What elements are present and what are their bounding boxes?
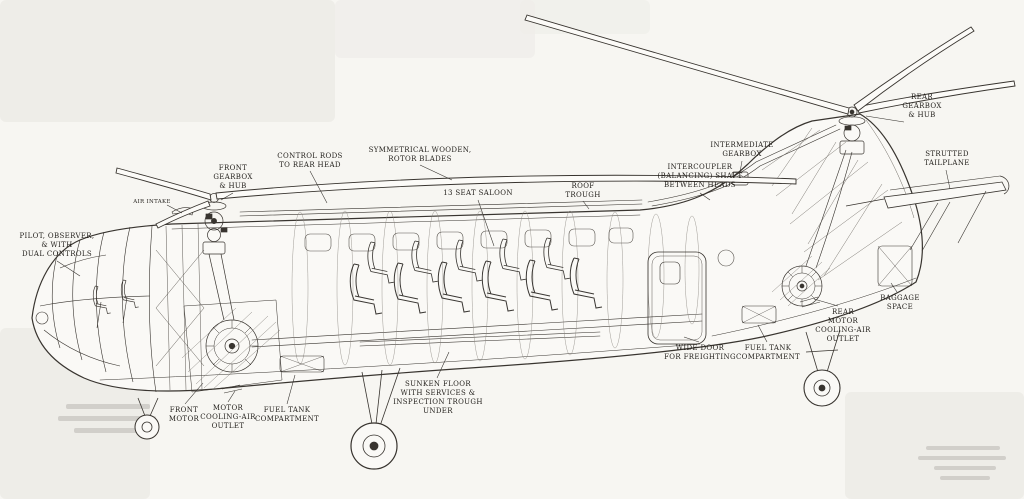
rear-pylon-truss: [761, 119, 915, 281]
tailplane: [845, 175, 1010, 252]
landing-gear: [134, 329, 841, 470]
label-fuel-tank-front: FUEL TANK COMPARTMENT: [254, 406, 320, 424]
rear-engine: [731, 149, 853, 324]
label-front-gearbox-hub: FRONT GEARBOX & HUB: [213, 164, 253, 191]
label-intermediate-gearbox: INTERMEDIATE GEARBOX: [710, 141, 774, 159]
label-air-intake: AIR INTAKE: [133, 199, 171, 205]
label-fuel-tank-rear: FUEL TANK COMPARTMENT: [735, 344, 801, 362]
rear-rotor-blades: [524, 14, 1016, 115]
fuselage-ribs: [291, 210, 700, 366]
cockpit: [35, 225, 157, 393]
front-rotor-blades: [115, 167, 797, 229]
label-baggage-space: BAGGAGE SPACE: [880, 294, 920, 312]
label-sunken-floor: SUNKEN FLOOR WITH SERVICES & INSPECTION …: [393, 380, 483, 416]
freight-door: [647, 251, 707, 345]
label-rear-motor-cooling-outlet: REAR MOTOR COOLING-AIR OUTLET: [815, 308, 871, 344]
label-seat-saloon: 13 SEAT SALOON: [443, 189, 513, 197]
label-control-rods: CONTROL RODS TO REAR HEAD: [277, 152, 343, 170]
label-front-motor: FRONT MOTOR: [168, 406, 200, 424]
label-wide-door: WIDE DOOR FOR FREIGHTING: [664, 344, 736, 362]
label-motor-cooling-outlet-front: MOTOR COOLING-AIR OUTLET: [200, 404, 256, 431]
label-strutted-tailplane: STRUTTED TAILPLANE: [924, 150, 970, 168]
label-rear-gearbox-hub: REAR GEARBOX & HUB: [902, 93, 942, 120]
ghost-print-bleed: [58, 404, 1006, 480]
front-engine: [181, 299, 325, 394]
label-intercoupler-shaft: INTERCOUPLER (BALANCING) SHAFT BETWEEN H…: [657, 163, 743, 190]
baggage-bay: [877, 245, 913, 287]
label-roof-trough: ROOF TROUGH: [565, 182, 601, 200]
label-pilot-observer: PILOT, OBSERVER, & WITH DUAL CONTROLS: [19, 232, 95, 259]
front-gearbox: [171, 193, 235, 321]
label-rotor-blades: SYMMETRICAL WOODEN, ROTOR BLADES: [368, 146, 472, 164]
label-leader-lines: [56, 115, 951, 405]
